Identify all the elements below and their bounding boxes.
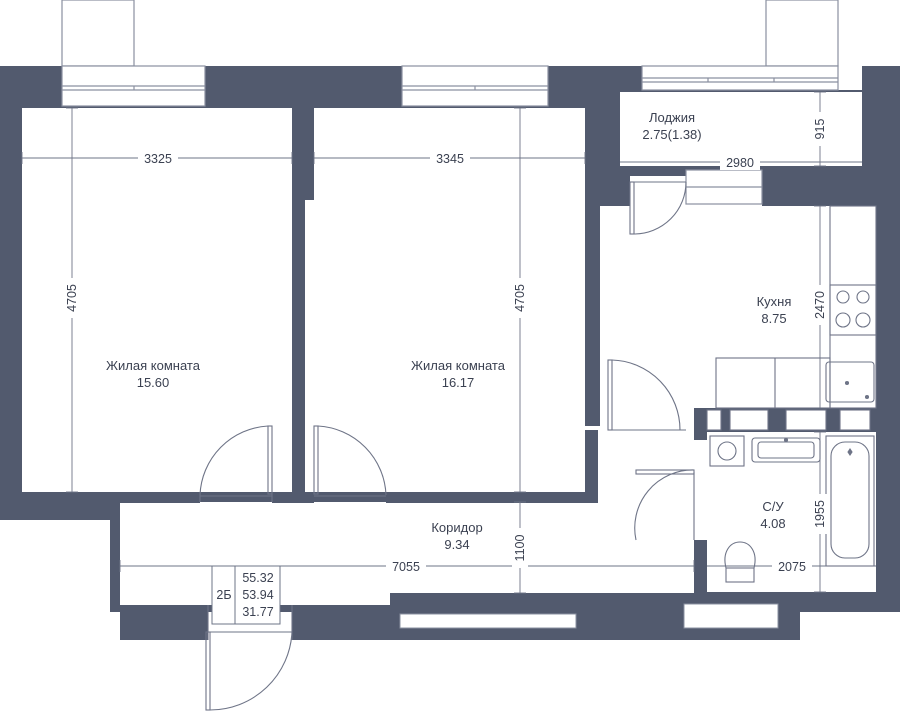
room-labels: Жилая комната 15.60 Жилая комната 16.17 … <box>106 110 791 552</box>
loggia-name: Лоджия <box>649 110 695 125</box>
wall-windows <box>399 603 779 629</box>
kitchen-name: Кухня <box>757 294 792 309</box>
corridor-area: 9.34 <box>444 537 469 552</box>
kitchen-cabinet <box>715 357 831 409</box>
dim-living2-width: 3345 <box>436 152 464 166</box>
kitchen-fixtures <box>715 205 877 409</box>
door-kitchen <box>607 359 686 431</box>
dim-loggia-width: 2980 <box>726 156 754 170</box>
loggia-area: 2.75(1.38) <box>642 127 701 142</box>
balcony-2-outline <box>765 0 839 67</box>
kitchen-floor <box>600 206 876 408</box>
corridor-name: Коридор <box>431 520 482 535</box>
area-total: 55.32 <box>242 571 273 585</box>
dim-bathroom-width: 2075 <box>778 560 806 574</box>
dim-corridor-height: 1100 <box>513 535 527 562</box>
door-living-2 <box>313 425 387 497</box>
bath-wall-window <box>683 603 779 629</box>
living2-name: Жилая комната <box>411 358 506 373</box>
dim-loggia-height: 915 <box>813 119 827 140</box>
door-loggia <box>629 181 687 235</box>
bathroom-area: 4.08 <box>760 516 785 531</box>
toilet-icon <box>724 541 756 583</box>
dim-living2-height: 4705 <box>513 284 527 312</box>
dimension-labels: 3325 3345 4705 4705 2980 915 2470 7055 1… <box>65 119 827 574</box>
dim-living1-width: 3325 <box>144 152 172 166</box>
dim-corridor-width: 7055 <box>392 560 420 574</box>
area-living: 31.77 <box>242 605 273 619</box>
balcony-1-outline <box>61 0 135 67</box>
stove-icon <box>829 284 877 336</box>
vent-panels <box>706 409 871 431</box>
corridor-floor <box>120 502 694 593</box>
windows <box>61 0 839 205</box>
kitchen-area: 8.75 <box>761 311 786 326</box>
area-2: 53.94 <box>242 588 273 602</box>
washing-machine-icon <box>709 435 745 467</box>
dim-bathroom-height: 1955 <box>813 500 827 528</box>
bathroom-name: С/У <box>762 499 784 514</box>
corridor-wall-window <box>399 613 577 629</box>
door-bathroom <box>634 469 695 541</box>
apartment-type: 2Б <box>216 588 231 602</box>
dim-label-bg <box>64 112 828 574</box>
dim-kitchen-height: 2470 <box>813 291 827 319</box>
living1-name: Жилая комната <box>106 358 201 373</box>
doors <box>199 181 695 711</box>
living-room-2-floor <box>314 108 585 492</box>
door-entrance <box>205 605 293 711</box>
door-living-1 <box>199 425 273 502</box>
bathroom-fixtures <box>706 409 875 583</box>
living1-area: 15.60 <box>137 375 170 390</box>
kitchen-sink-icon <box>825 361 875 403</box>
summary-box: 2Б 55.32 53.94 31.77 <box>211 565 281 625</box>
living2-area: 16.17 <box>442 375 475 390</box>
dim-living1-height: 4705 <box>65 284 79 312</box>
